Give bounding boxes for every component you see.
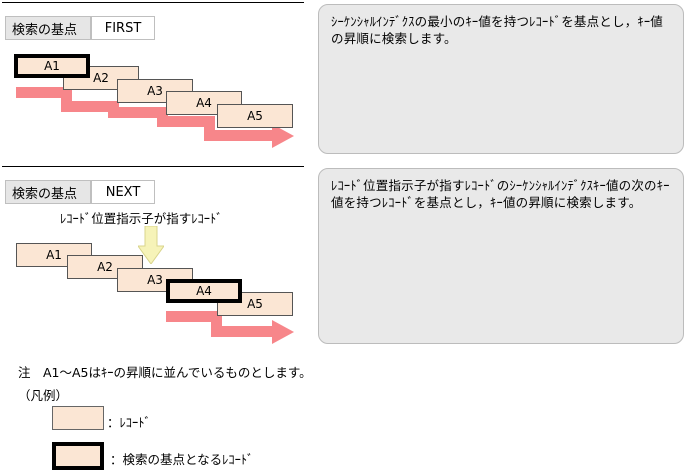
section1-arrow-head (272, 124, 294, 148)
section1-arrow-seg3 (108, 107, 168, 118)
section2-top-rule (2, 166, 304, 167)
legend-title: （凡例） (18, 388, 69, 403)
section1-description-panel: ｼｰｹﾝｼｬﾙｲﾝﾃﾞｸｽの最小のｷｰ値を持つﾚｺｰﾄﾞを基点とし，ｷｰ値の昇順… (318, 4, 684, 154)
section2-arrow-step (211, 311, 222, 337)
footnote: 注 A1～A5はｷｰの昇順に並んでいるものとします。 (18, 365, 312, 380)
section1-arrow-seg4 (157, 116, 215, 127)
legend-record-label: ：ﾚｺｰﾄﾞ (107, 415, 151, 430)
section2-record-a4-pointer: A4 (166, 279, 242, 303)
section2-arrow-seg2 (211, 326, 276, 337)
section2-pointer-label: ﾚｺｰﾄﾞ位置指示子が指すﾚｺｰﾄﾞ (60, 211, 223, 226)
section2-pointer-arrow (138, 226, 164, 264)
section1-arrow-seg5 (204, 130, 276, 141)
section1-arrow-step4 (204, 116, 215, 140)
section2-arrow-head (272, 320, 294, 344)
section1-value-label: FIRST (91, 16, 155, 40)
section1-record-a1-base: A1 (14, 54, 90, 78)
section1-key-label: 検索の基点 (5, 16, 91, 40)
section1-top-rule (2, 2, 304, 3)
section2-description-panel: ﾚｺｰﾄﾞ位置指示子が指すﾚｺｰﾄﾞのｼｰｹﾝｼｬﾙｲﾝﾃﾞｸｽｷｰ値の次のｷｰ… (318, 168, 684, 344)
section2-arrow-seg1 (166, 311, 222, 322)
legend-base-record-label: ：検索の基点となるﾚｺｰﾄﾞ (110, 452, 254, 467)
section1-arrow-step1 (61, 87, 72, 111)
section1-arrow-seg2 (61, 101, 119, 112)
section2-value-label: NEXT (91, 180, 155, 204)
section2-description-text: ﾚｺｰﾄﾞ位置指示子が指すﾚｺｰﾄﾞのｼｰｹﾝｼｬﾙｲﾝﾃﾞｸｽｷｰ値の次のｷｰ… (331, 178, 670, 210)
section1-description-text: ｼｰｹﾝｼｬﾙｲﾝﾃﾞｸｽの最小のｷｰ値を持つﾚｺｰﾄﾞを基点とし，ｷｰ値の昇順… (331, 14, 664, 46)
section1-record-a5: A5 (217, 104, 293, 128)
section1-arrow-seg1 (16, 87, 72, 98)
section2-key-label: 検索の基点 (5, 180, 91, 204)
legend-base-record-swatch (52, 442, 104, 470)
legend-record-swatch (52, 406, 104, 430)
